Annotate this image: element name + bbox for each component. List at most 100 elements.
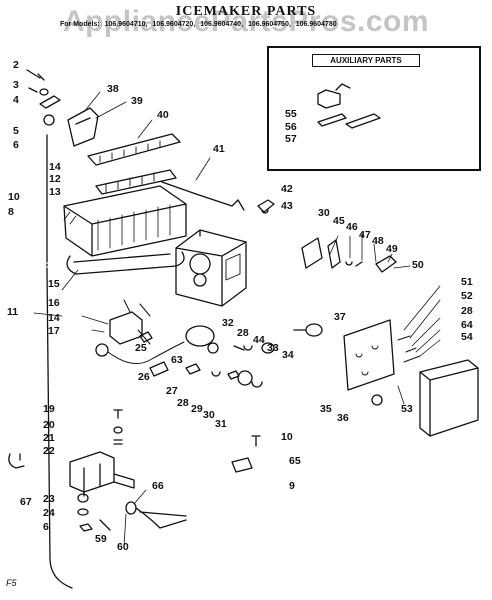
callout-60: 60	[117, 541, 129, 553]
aux-valve-55	[317, 83, 351, 109]
callout-8: 8	[8, 206, 14, 218]
clip-part	[39, 95, 61, 109]
washer-part	[28, 87, 49, 96]
callout-22: 22	[43, 445, 55, 457]
model-number: 106.9604710,	[104, 21, 148, 28]
auxiliary-parts-label: AUXILIARY PARTS	[312, 54, 420, 67]
callout-14b: 14	[48, 312, 60, 324]
callout-45: 45	[333, 215, 345, 227]
callout-6: 6	[13, 139, 19, 151]
bracket-26	[149, 361, 169, 377]
part-27	[185, 363, 201, 375]
watermark-text: AppliancePartsPros.com	[62, 5, 430, 38]
housing-gear	[189, 253, 211, 287]
callout-35: 35	[320, 403, 332, 415]
plate-holes	[355, 345, 379, 376]
ejector-blade	[95, 169, 177, 195]
callout-13: 13	[49, 186, 61, 198]
grommet-part	[43, 114, 55, 126]
switch-plate	[327, 239, 363, 269]
callout-40: 40	[157, 109, 169, 121]
callout-14: 14	[49, 161, 61, 173]
callout-34: 34	[282, 349, 294, 361]
icemaker-housing	[175, 229, 247, 307]
callout-29: 29	[191, 403, 203, 415]
shutoff-arm-wire	[161, 181, 245, 211]
leader-line	[61, 269, 79, 291]
models-prefix: For Models:	[60, 21, 100, 28]
callout-15: 15	[48, 278, 60, 290]
screw-44	[233, 345, 253, 351]
page-code: F5	[6, 578, 17, 588]
control-box	[419, 359, 479, 437]
leader-line	[195, 157, 211, 181]
cam-34	[293, 323, 323, 337]
callout-3: 3	[13, 79, 19, 91]
washer-23	[77, 493, 89, 503]
callout-4: 4	[13, 94, 19, 106]
model-number: 106.9604720,	[152, 21, 196, 28]
connector-25	[139, 331, 153, 343]
leader-line	[397, 385, 405, 405]
callout-20: 20	[43, 419, 55, 431]
callout-43: 43	[281, 200, 293, 212]
callout-30b: 30	[203, 409, 215, 421]
callout-54: 54	[461, 331, 473, 343]
ejector-fingers	[105, 172, 155, 193]
harness-wire	[46, 134, 73, 589]
callout-9: 9	[289, 480, 295, 492]
callout-63: 63	[171, 354, 183, 366]
callout-36: 36	[337, 412, 349, 424]
callout-42: 42	[281, 183, 293, 195]
switch-bracket	[301, 237, 323, 269]
callout-52: 52	[461, 290, 473, 302]
water-valve	[69, 451, 115, 497]
callout-38: 38	[107, 83, 119, 95]
callout-46: 46	[346, 221, 358, 233]
washer-24	[77, 508, 89, 516]
callout-44: 44	[253, 334, 265, 346]
part-35	[371, 394, 383, 406]
clip-65	[231, 457, 253, 473]
mounting-plate	[343, 319, 395, 391]
motor-32	[185, 325, 215, 347]
model-number: 106.9604750,	[247, 21, 291, 28]
screw-part	[26, 69, 45, 81]
callout-2: 2	[13, 59, 19, 71]
washer-20	[113, 426, 123, 434]
tube-59	[99, 519, 111, 531]
callout-51: 51	[461, 276, 473, 288]
callout-27: 27	[166, 385, 178, 397]
callout-10: 10	[8, 191, 20, 203]
callout-56: 56	[285, 121, 297, 133]
callout-48: 48	[372, 235, 384, 247]
wiring-bundle	[107, 299, 185, 365]
mold-heater	[66, 251, 185, 275]
callout-47: 47	[359, 229, 371, 241]
model-list: For Models: 106.9604710, 106.9604720, 10…	[60, 21, 490, 28]
mold-cover	[67, 107, 99, 147]
connector-block	[109, 311, 143, 345]
callout-66: 66	[152, 480, 164, 492]
plate-screws	[397, 335, 421, 363]
callout-24: 24	[43, 507, 55, 519]
leader-line	[33, 312, 109, 333]
callout-25: 25	[135, 342, 147, 354]
callout-64: 64	[461, 319, 473, 331]
stripper-ribs	[99, 140, 161, 163]
terminal-67	[8, 453, 25, 469]
ice-stripper	[87, 133, 181, 166]
gear-28	[207, 342, 219, 354]
callout-31: 31	[215, 418, 227, 430]
fill-tube	[135, 507, 187, 529]
mold-fins	[63, 211, 77, 225]
callout-50: 50	[412, 259, 424, 271]
callout-30: 30	[318, 207, 330, 219]
callout-33: 33	[267, 342, 279, 354]
leader-line	[83, 91, 127, 119]
callout-39: 39	[131, 95, 143, 107]
callout-5: 5	[13, 125, 19, 137]
callout-65: 65	[289, 455, 301, 467]
lever-49	[375, 255, 397, 273]
ice-mold	[63, 185, 187, 257]
